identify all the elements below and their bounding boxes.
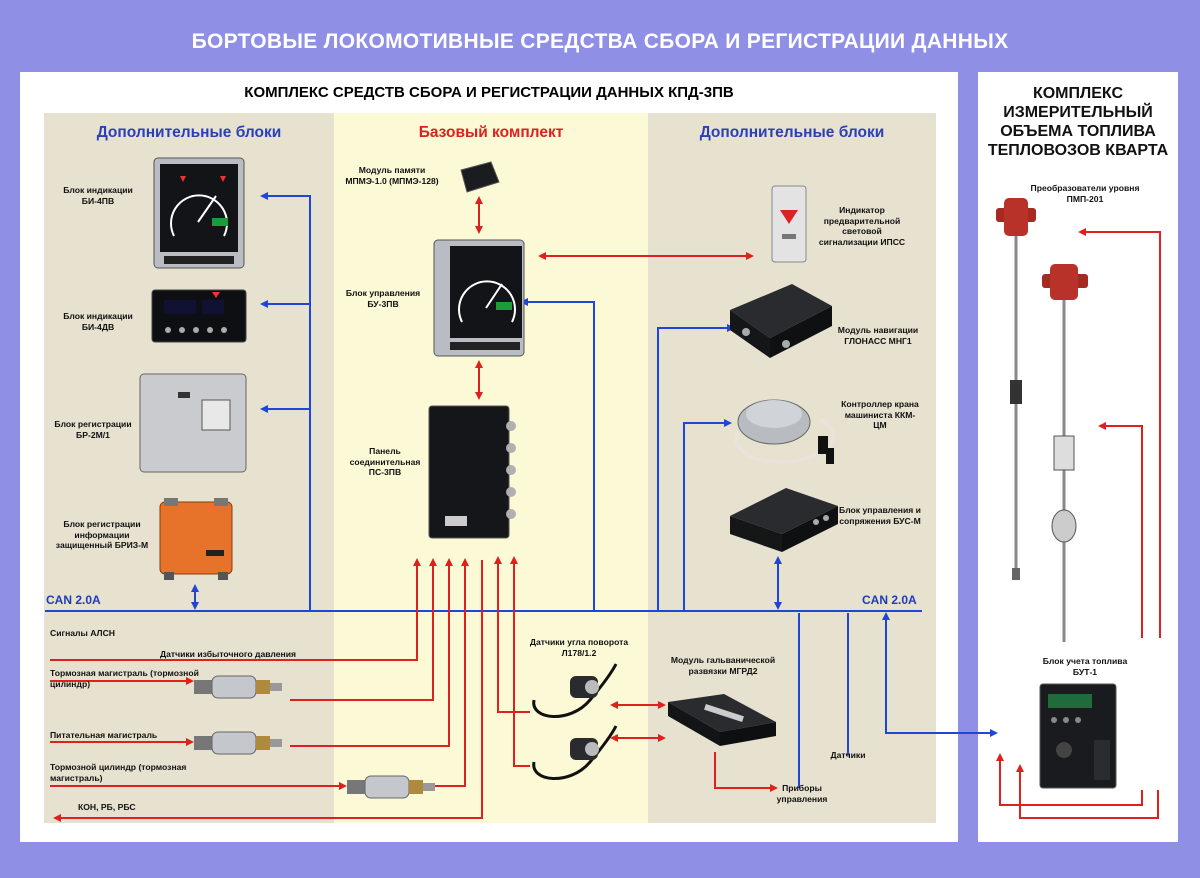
poster-title: БОРТОВЫЕ ЛОКОМОТИВНЫЕ СРЕДСТВА СБОРА И Р…: [191, 30, 1009, 53]
angle-sensor-2: [532, 725, 618, 780]
ps3pv-device: [428, 405, 516, 539]
kkm-device: [734, 399, 836, 465]
kkm-label: Контроллер крана машиниста ККМ-ЦМ: [841, 399, 919, 430]
zone-left-header: Дополнительные блоки: [96, 124, 282, 141]
bu3pv-device: [433, 239, 525, 357]
overpressure-label: Датчики избыточного давления: [160, 649, 297, 659]
control-devices-label: Приборы управления: [776, 783, 828, 804]
pmp201-transducers: [996, 198, 1088, 642]
busm-label: Блок управления и сопряжения БУС-М: [839, 505, 921, 526]
but1-label: Блок учета топлива БУТ-1: [1042, 656, 1128, 677]
brake-cyl-label: Тормозной цилиндр (тормозная магистраль): [50, 762, 187, 783]
bu3pv-label: Блок управления БУ-3ПВ: [345, 288, 421, 309]
can-label-left: CAN 2.0A: [46, 593, 101, 607]
br2m1-label: Блок регистрации БР-2М/1: [54, 419, 132, 440]
mpme-label: Модуль памяти МПМЭ-1.0 (МПМЭ-128): [345, 165, 439, 186]
feed-main-label: Питательная магистраль: [50, 730, 158, 740]
galvanic-label: Модуль гальванической развязки МГРД2: [670, 655, 776, 676]
kpd-subtitle: КОМПЛЕКС СРЕДСТВ СБОРА И РЕГИСТРАЦИИ ДАН…: [244, 84, 734, 101]
kon-label: КОН, РБ, РБС: [78, 802, 136, 812]
ipss-device: [771, 185, 807, 263]
ipss-label: Индикатор предварительной световой сигна…: [818, 205, 906, 247]
pmp201-label: Преобразователи уровня ПМП-201: [1030, 183, 1140, 204]
brake-main-label: Тормозная магистраль (тормозной цилиндр): [50, 668, 199, 689]
mgrd2-device: [668, 694, 776, 746]
bi4dv-device: [151, 289, 247, 343]
pressure-sensor-2: [194, 731, 282, 755]
angle-sensors-label: Датчики угла поворота Л178/1.2: [529, 637, 629, 658]
bi4pv-label: Блок индикации БИ-4ПВ: [63, 185, 133, 206]
can-label-right: CAN 2.0A: [862, 593, 917, 607]
but1-device: [1039, 683, 1117, 789]
zone-right-header: Дополнительные блоки: [699, 124, 885, 141]
mng1-device: [730, 284, 832, 358]
brizm-label: Блок регистрации информации защищенный Б…: [55, 519, 149, 550]
sensors-label: Датчики: [830, 750, 866, 760]
ps3pv-label: Панель соединительная ПС-3ПВ: [349, 446, 421, 477]
pressure-sensor-3: [347, 775, 435, 799]
bi4pv-device: [153, 157, 245, 269]
kvarta-title: КОМПЛЕКС ИЗМЕРИТЕЛЬНЫЙ ОБЪЕМА ТОПЛИВА ТЕ…: [987, 85, 1169, 159]
mng1-label: Модуль навигации ГЛОНАСС МНГ1: [837, 325, 919, 346]
br2m1-device: [139, 373, 247, 473]
zone-center-header: Базовый комплект: [418, 124, 564, 141]
alsn-label: Сигналы АЛСН: [50, 628, 115, 638]
mpme-device: [460, 161, 500, 193]
bi4dv-label: Блок индикации БИ-4ДВ: [63, 311, 133, 332]
pressure-sensor-1: [194, 675, 282, 699]
angle-sensor-1: [532, 663, 618, 718]
brizm-device: [159, 498, 233, 580]
busm-device: [730, 488, 838, 552]
